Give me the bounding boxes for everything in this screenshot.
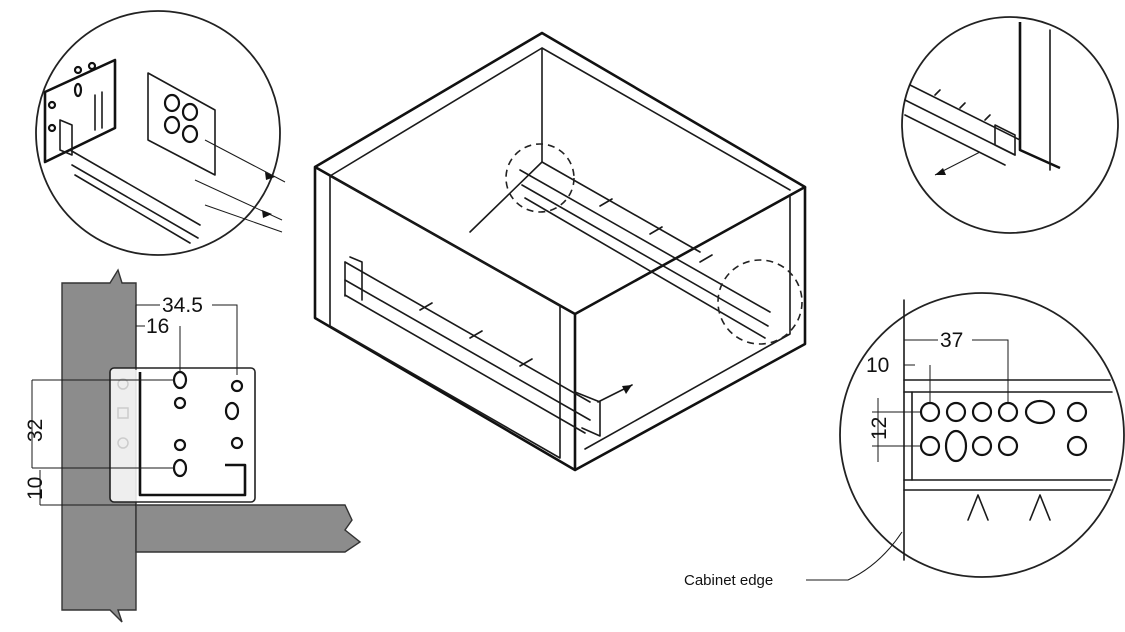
dim-12-label: 12: [868, 417, 891, 440]
bracket-section-drawing: 34.5 16 32 10: [24, 268, 362, 623]
cabinet-isometric: [313, 31, 807, 472]
dim-34-5-label: 34.5: [162, 294, 203, 317]
dim-10-hole-label: 10: [866, 354, 889, 377]
detail-circle-hole-pattern: 37 10 12: [839, 292, 1125, 578]
detail-circle-rear-runner: [901, 16, 1119, 234]
detail-circle-front-bracket: [35, 10, 286, 256]
dim-32-label: 32: [24, 419, 47, 442]
dim-16-label: 16: [146, 315, 169, 338]
cabinet-edge-label: Cabinet edge: [684, 572, 773, 589]
cabinet-edge-callout: Cabinet edge: [684, 531, 903, 589]
dim-37-label: 37: [940, 329, 963, 352]
dim-10-label: 10: [24, 477, 47, 500]
